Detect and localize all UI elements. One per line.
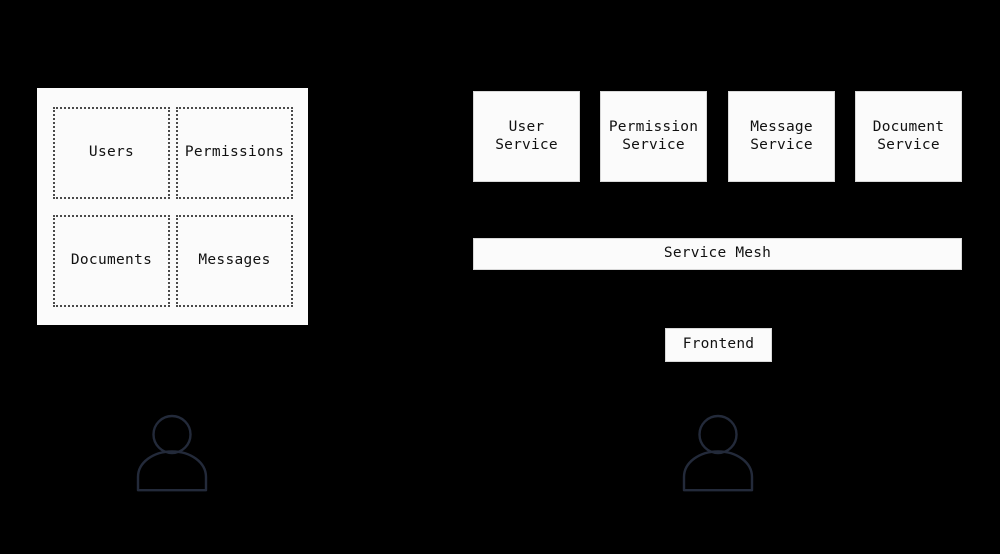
service-box-document-service[interactable]: Document Service	[855, 91, 962, 182]
monolith-module-label: Messages	[198, 252, 271, 269]
monolith-module-permissions[interactable]: Permissions	[176, 107, 293, 199]
service-box-message-service[interactable]: Message Service	[728, 91, 835, 182]
service-box-user-service[interactable]: User Service	[473, 91, 580, 182]
monolith-module-label: Users	[88, 144, 135, 161]
frontend-box[interactable]: Frontend	[665, 328, 772, 362]
microservices-user-person-icon	[680, 414, 756, 492]
service-box-permission-service[interactable]: Permission Service	[600, 91, 707, 182]
monolith-module-grid: Users Permissions Documents Messages	[53, 107, 293, 307]
monolith-module-label: Documents	[70, 252, 153, 269]
monolith-module-messages[interactable]: Messages	[176, 215, 293, 307]
monolith-user-person-icon	[134, 414, 210, 492]
service-mesh-bar[interactable]: Service Mesh	[473, 238, 962, 270]
monolith-panel: Users Permissions Documents Messages	[37, 88, 308, 325]
monolith-module-users[interactable]: Users	[53, 107, 170, 199]
monolith-module-label: Permissions	[184, 144, 285, 161]
monolith-module-documents[interactable]: Documents	[53, 215, 170, 307]
